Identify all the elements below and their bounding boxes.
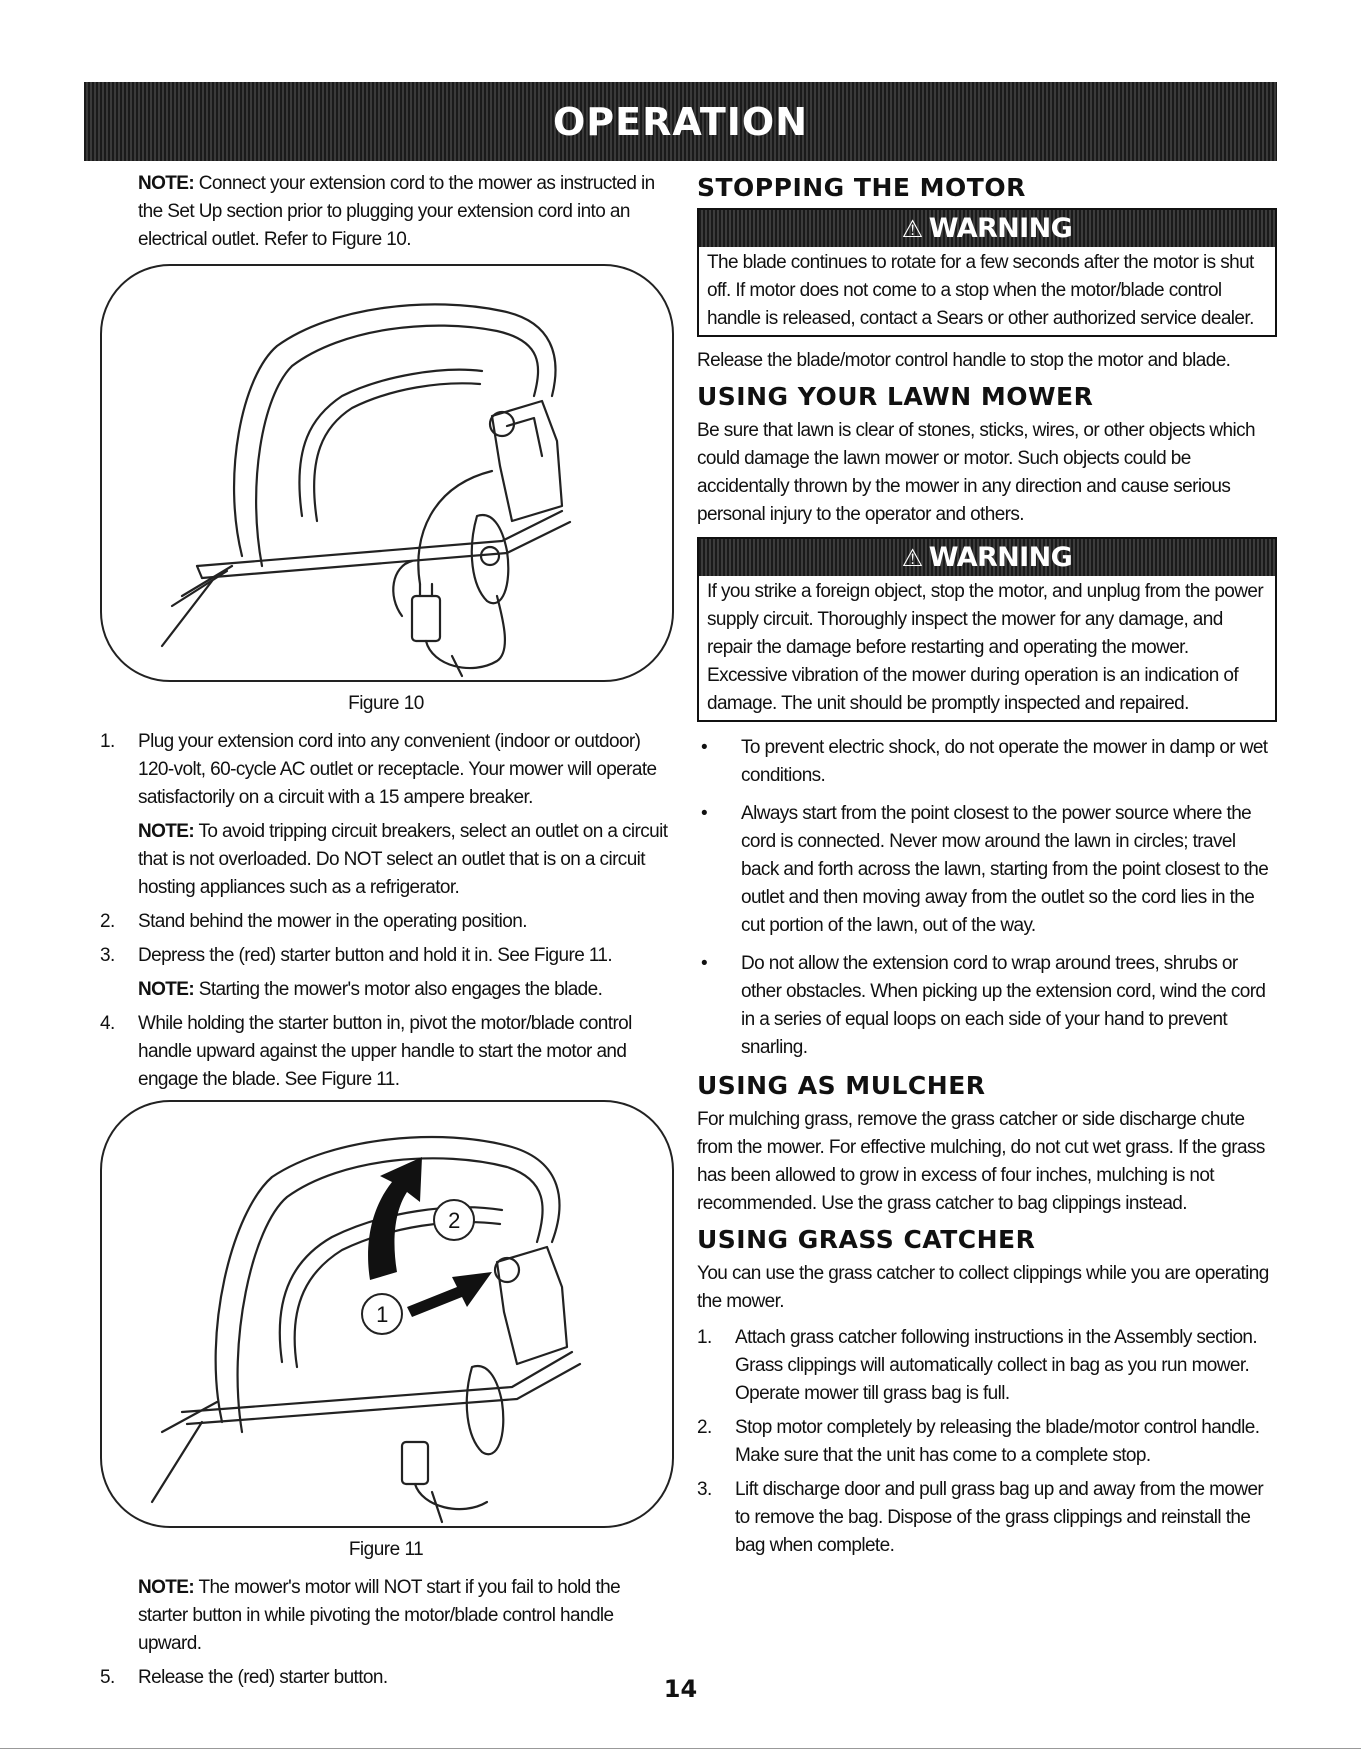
warning-triangle-icon: ⚠ [901,214,924,243]
mulcher-text: For mulching grass, remove the grass cat… [697,1109,1265,1214]
catcher-steps-list: 1.Attach grass catcher following instruc… [697,1324,1277,1560]
list-item: 2.Stand behind the mower in the operatin… [100,911,527,932]
stopping-text: Release the blade/motor control handle t… [697,350,1231,371]
list-item: 1.Plug your extension cord into any conv… [100,731,657,808]
lawn-text: Be sure that lawn is clear of stones, st… [697,420,1256,525]
list-item: 1.Attach grass catcher following instruc… [697,1327,1258,1404]
page-header: OPERATION [84,82,1277,161]
catcher-text: You can use the grass catcher to collect… [697,1263,1269,1312]
list-item: 2.Stop motor completely by releasing the… [697,1417,1260,1466]
list-item: •To prevent electric shock, do not opera… [697,734,1277,790]
figure-10-illustration [100,264,674,682]
page-header-title: OPERATION [553,99,808,144]
page-number: 14 [663,1675,698,1703]
note-engages-blade: NOTE: Starting the mower's motor also en… [138,979,603,1000]
bullet-icon: • [701,803,708,824]
starting-steps-list-cont: 2.Stand behind the mower in the operatin… [100,908,672,970]
bullet-icon: • [701,737,708,758]
list-item: •Do not allow the extension cord to wrap… [697,950,1277,1062]
right-column: STOPPING THE MOTOR ⚠ WARNING The blade c… [697,170,1277,1566]
section-title-stopping: STOPPING THE MOTOR [697,173,1026,202]
warning-text: The blade continues to rotate for a few … [707,252,1254,329]
figure-11-illustration: 2 1 [100,1100,674,1528]
note-hold-starter: NOTE: The mower's motor will NOT start i… [138,1577,621,1654]
left-column: NOTE: Connect your extension cord to the… [100,170,674,1698]
warning-header: ⚠ WARNING [699,210,1275,247]
warning-box-foreign-object: ⚠ WARNING If you strike a foreign object… [697,537,1277,722]
section-title-lawn-mower: USING YOUR LAWN MOWER [697,382,1094,411]
note-circuit-breakers: NOTE: To avoid tripping circuit breakers… [138,821,668,898]
starting-steps-list-cont2: 4.While holding the starter button in, p… [100,1010,672,1094]
bottom-divider [0,1748,1361,1749]
list-item: 3.Lift discharge door and pull grass bag… [697,1479,1264,1556]
list-item: •Always start from the point closest to … [697,800,1277,940]
figure-11-callout-2: 2 [448,1208,460,1233]
warning-box-blade: ⚠ WARNING The blade continues to rotate … [697,208,1277,337]
list-item: 5.Release the (red) starter button. [100,1667,388,1688]
warning-triangle-icon: ⚠ [901,543,924,572]
starting-steps-list: 1.Plug your extension cord into any conv… [100,728,672,812]
figure-11-caption: Figure 11 [348,1539,424,1560]
list-item: 4.While holding the starter button in, p… [100,1013,632,1090]
figure-11-drawing: 2 1 [150,1135,582,1524]
starting-steps-list-cont3: 5.Release the (red) starter button. [100,1664,672,1692]
section-title-mulcher: USING AS MULCHER [697,1071,986,1100]
figure-11-callout-1: 1 [376,1302,388,1327]
safety-bullet-list: •To prevent electric shock, do not opera… [697,734,1277,1062]
figure-10-drawing [160,303,572,678]
figure-10-caption: Figure 10 [348,693,424,714]
warning-header: ⚠ WARNING [699,539,1275,576]
bullet-icon: • [701,953,708,974]
warning-text: If you strike a foreign object, stop the… [707,581,1264,714]
note-connect-cord: NOTE: Connect your extension cord to the… [138,173,655,250]
section-title-grass-catcher: USING GRASS CATCHER [697,1225,1036,1254]
list-item: 3.Depress the (red) starter button and h… [100,945,613,966]
